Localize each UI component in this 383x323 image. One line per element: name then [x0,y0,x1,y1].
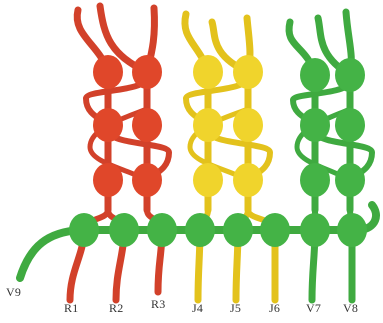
label-r3: R3 [151,298,165,310]
bottom-knot-8 [337,213,367,247]
green-knot-3-right [335,163,365,197]
green-knot-2-left [300,108,330,142]
bottom-knot-2 [109,213,139,247]
label-j6: J6 [269,302,280,314]
bottom-knot-5 [223,213,253,247]
red-knot-2-right [132,108,162,142]
yellow-knot-1-left [193,55,223,89]
label-v8: V8 [343,302,358,314]
label-v9: V9 [6,286,21,298]
green-knot-3-left [300,163,330,197]
yellow-knot-3-right [233,163,263,197]
label-j5: J5 [230,302,241,314]
knots-layer [69,55,367,247]
red-knot-1-right [132,55,162,89]
red-knot-3-left [93,163,123,197]
red-knot-2-left [93,108,123,142]
green-knot-1-left [300,58,330,92]
strands-layer [20,6,376,300]
bottom-knot-7 [300,213,330,247]
green-knot-2-right [335,108,365,142]
green-knot-1-right [335,58,365,92]
bottom-knot-1 [69,213,99,247]
yellow-knot-3-left [193,163,223,197]
yellow-knot-2-left [193,108,223,142]
label-r1: R1 [64,302,78,314]
label-v7: V7 [306,302,321,314]
red-knot-1-left [93,55,123,89]
yellow-knot-2-right [233,108,263,142]
label-r2: R2 [109,302,123,314]
bottom-knot-6 [260,213,290,247]
red-knot-3-right [132,163,162,197]
bottom-knot-4 [185,213,215,247]
yellow-knot-1-right [233,55,263,89]
label-j4: J4 [192,302,203,314]
bottom-knot-3 [147,213,177,247]
